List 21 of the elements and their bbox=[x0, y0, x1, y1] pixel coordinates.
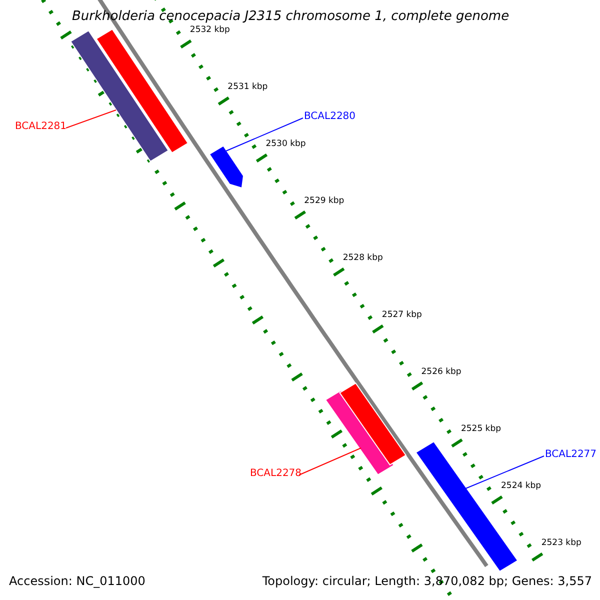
gene-label: BCAL2278 bbox=[250, 468, 302, 479]
gene-arrow bbox=[208, 145, 244, 189]
leader-line bbox=[298, 448, 362, 476]
leader-line bbox=[226, 118, 304, 152]
gene-bar bbox=[338, 382, 407, 466]
gene-label: BCAL2281 bbox=[15, 121, 67, 132]
scale-label: 2529 kbp bbox=[304, 196, 344, 206]
scale-label: 2531 kbp bbox=[228, 82, 268, 92]
genome-info-text: Topology: circular; Length: 3,870,082 bp; Genes: 3,557 bbox=[262, 574, 592, 588]
scale-label: 2527 kbp bbox=[382, 310, 422, 320]
diagram-title: Burkholderia cenocepacia J2315 chromosome 1, complete genome bbox=[72, 9, 510, 24]
scale-label: 2528 kbp bbox=[342, 253, 383, 263]
gene-bar bbox=[70, 30, 170, 162]
scale-label: 2524 kbp bbox=[501, 481, 542, 491]
accession-text: Accession: NC_011000 bbox=[9, 574, 146, 588]
gene-bar bbox=[96, 28, 189, 154]
scale-label: 2526 kbp bbox=[421, 367, 462, 377]
gene-label: BCAL2277 bbox=[545, 449, 597, 460]
gene-label: BCAL2280 bbox=[304, 111, 356, 122]
scale-label: 2523 kbp bbox=[541, 538, 582, 548]
leader-line bbox=[66, 110, 116, 128]
